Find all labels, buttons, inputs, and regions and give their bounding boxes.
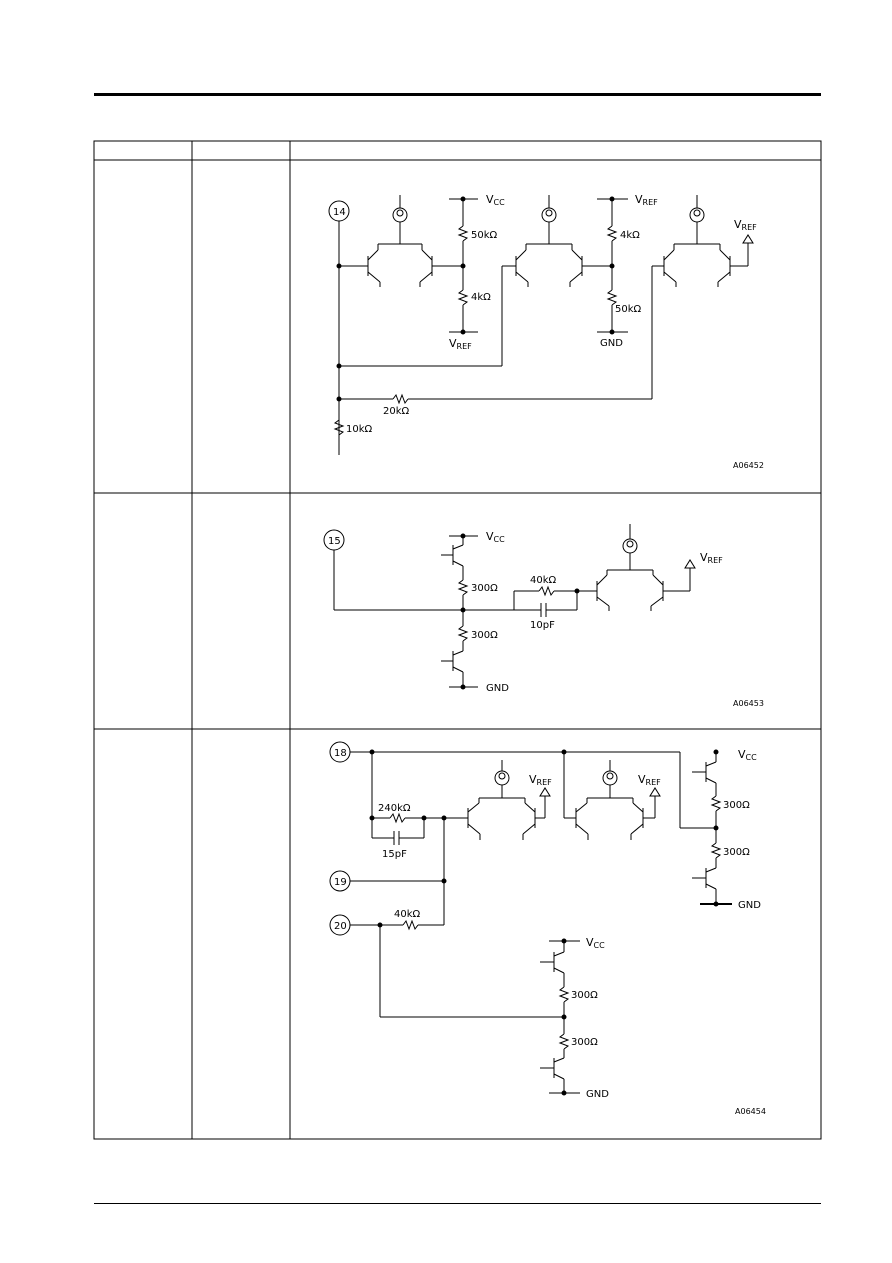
- resistor-20k-label: 20kΩ: [383, 406, 410, 417]
- vref-b-label: VREF: [635, 193, 658, 207]
- schematic-pin-15: 15 VCC 300Ω 300Ω GND: [323, 524, 764, 708]
- gnd-label: GND: [600, 338, 623, 349]
- table-grid: [93, 140, 822, 1140]
- vcc-label-2: VCC: [486, 530, 505, 544]
- resistor-50k-bottom-label: 50kΩ: [615, 304, 642, 315]
- schematic-pin-14: 14 VCC 50kΩ 4kΩ VREF: [328, 193, 764, 470]
- footer-rule: [94, 1203, 821, 1204]
- schematic-pins-18-19-20: 18 19 20 240kΩ 15pF 40kΩ: [329, 741, 766, 1116]
- resistor-4k-right-label: 4kΩ: [620, 230, 640, 241]
- vcc-b-label-3: VCC: [586, 936, 605, 950]
- figure-id-2: A06453: [733, 699, 764, 708]
- resistor-240k-label: 240kΩ: [378, 803, 411, 814]
- pin-20-label: 20: [334, 921, 347, 932]
- capacitor-10p-label: 10pF: [530, 620, 555, 631]
- resistor-300-b-label: 300Ω: [723, 847, 750, 858]
- pin-19-label: 19: [334, 877, 347, 888]
- vref-label-2: VREF: [700, 551, 723, 565]
- resistor-50k-top-label: 50kΩ: [471, 230, 498, 241]
- gnd-a-label: GND: [738, 900, 761, 911]
- resistor-300-bottom-label: 300Ω: [471, 630, 498, 641]
- resistor-4k-left-label: 4kΩ: [471, 292, 491, 303]
- figure-id-3: A06454: [735, 1107, 766, 1116]
- figure-id-1: A06452: [733, 461, 764, 470]
- vref-b-label-3: VREF: [638, 773, 661, 787]
- resistor-300-d-label: 300Ω: [571, 1037, 598, 1048]
- pin-18-label: 18: [334, 748, 347, 759]
- vcc-label: VCC: [486, 193, 505, 207]
- resistor-10k-label: 10kΩ: [346, 424, 373, 435]
- resistor-300-top-label: 300Ω: [471, 583, 498, 594]
- gnd-label-2: GND: [486, 683, 509, 694]
- capacitor-15p-label: 15pF: [382, 849, 407, 860]
- resistor-300-c-label: 300Ω: [571, 990, 598, 1001]
- header-rule: [94, 93, 821, 96]
- resistor-40k-label: 40kΩ: [530, 575, 557, 586]
- resistor-300-a-label: 300Ω: [723, 800, 750, 811]
- pin-14-label: 14: [333, 207, 346, 218]
- vref-a-label: VREF: [449, 337, 472, 351]
- resistor-40k-label-3: 40kΩ: [394, 909, 421, 920]
- vref-a-label-3: VREF: [529, 773, 552, 787]
- pin-15-label: 15: [328, 536, 341, 547]
- vref-c-label: VREF: [734, 218, 757, 232]
- vcc-a-label-3: VCC: [738, 748, 757, 762]
- gnd-b-label: GND: [586, 1089, 609, 1100]
